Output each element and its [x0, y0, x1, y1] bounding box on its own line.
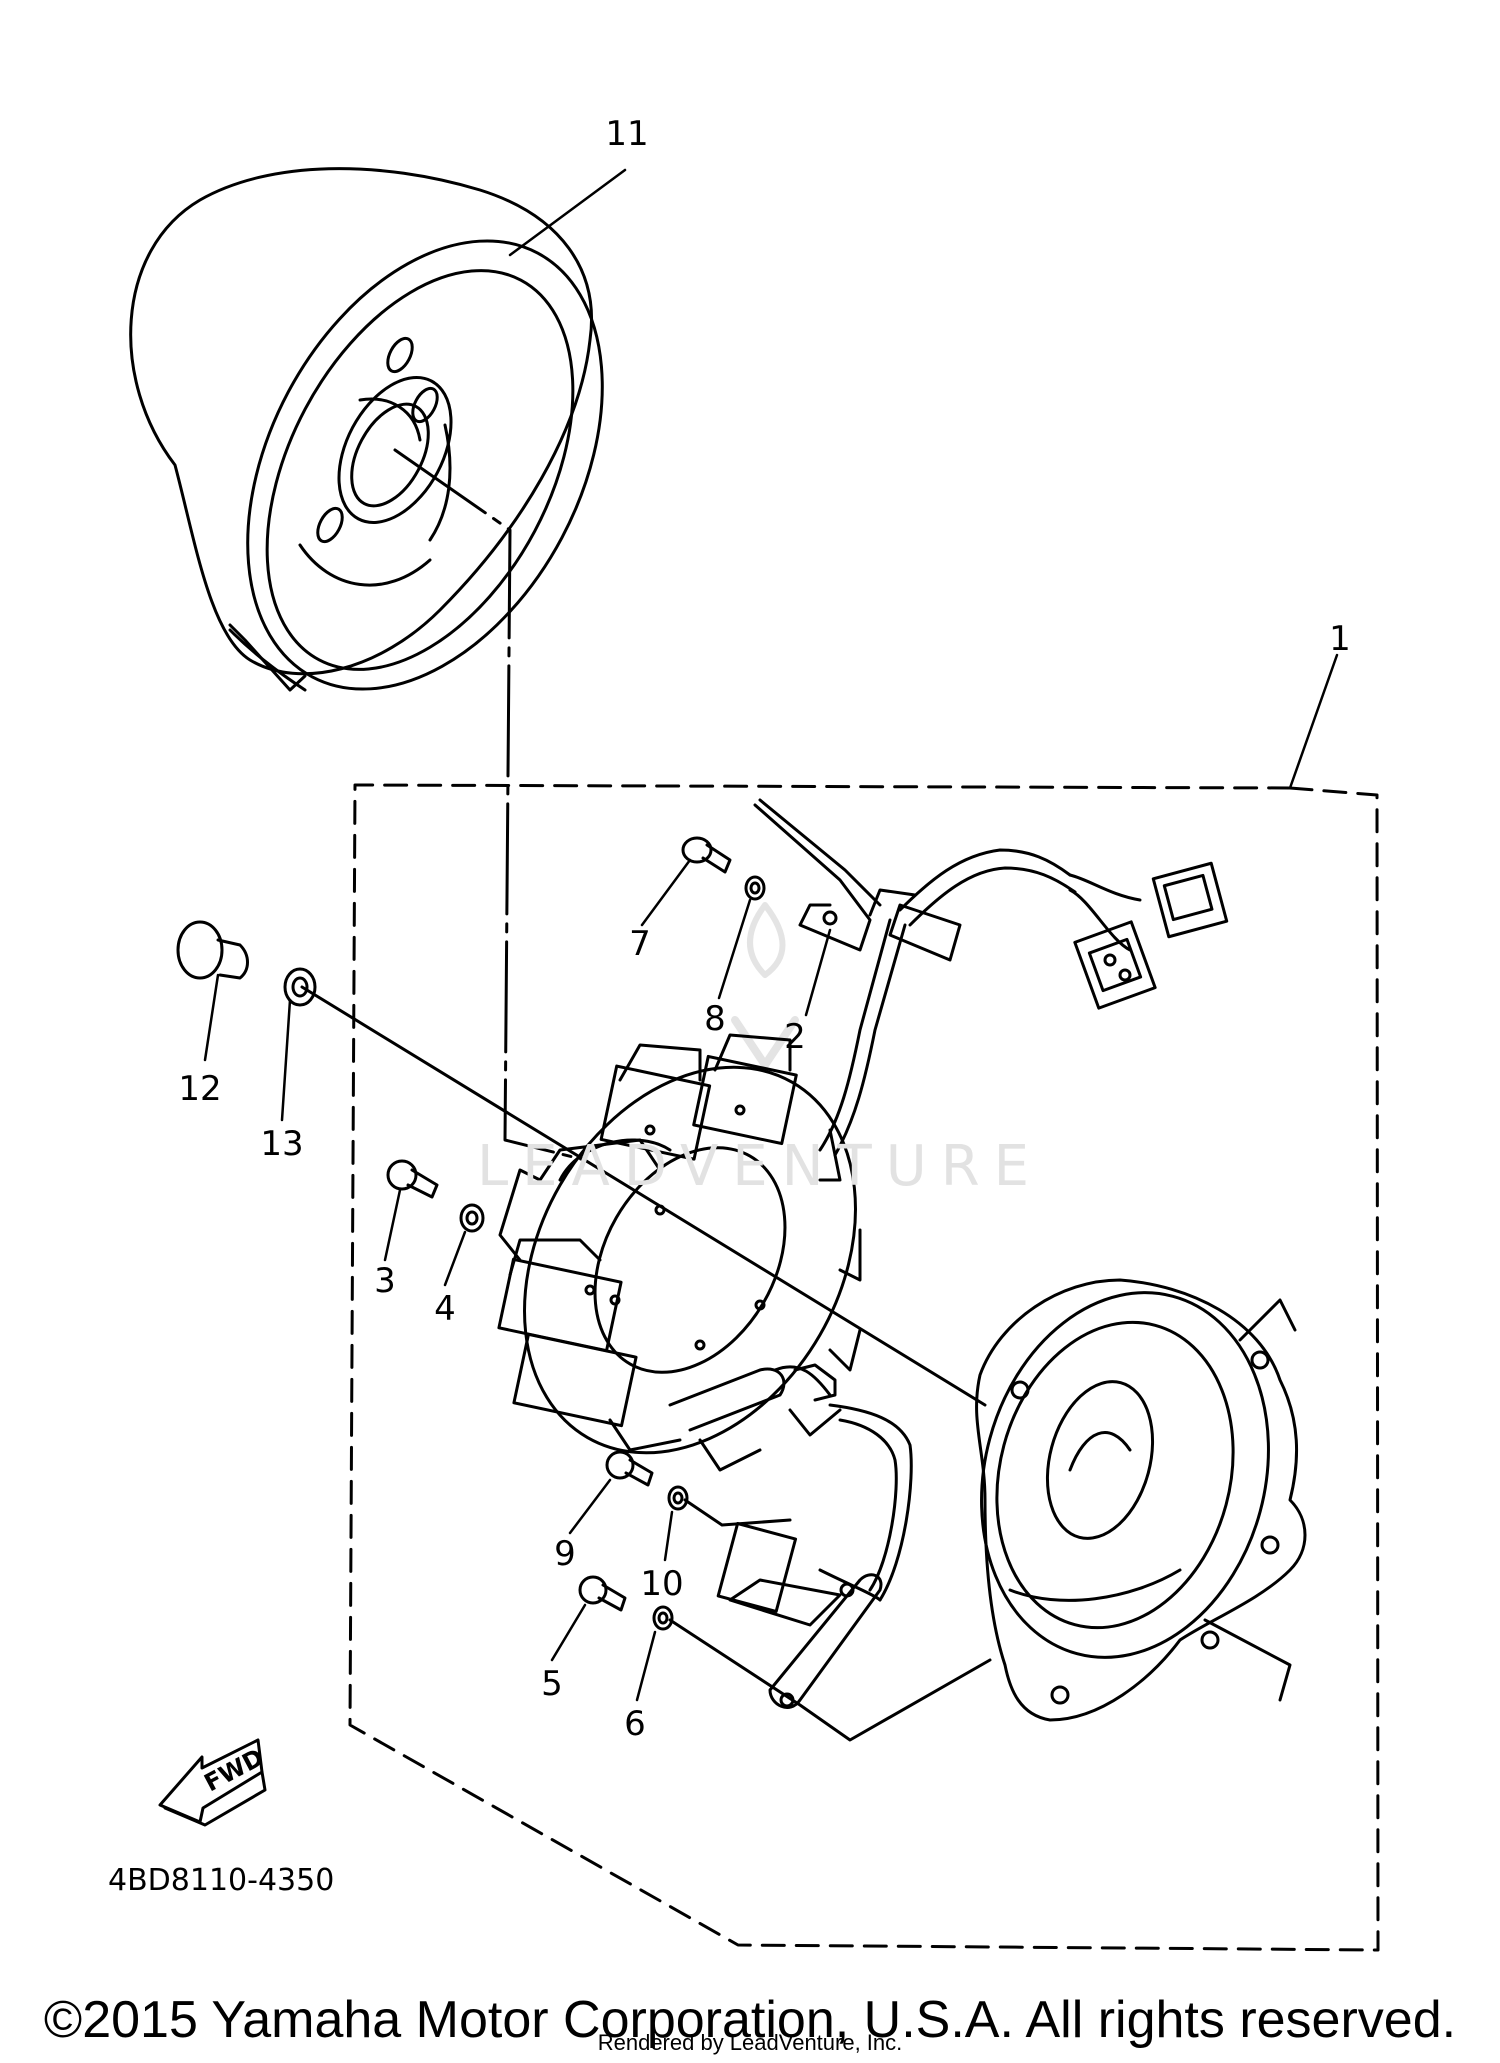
callout-3: 3	[374, 1261, 396, 1301]
wire-harness	[818, 848, 1229, 1157]
bolt-7	[681, 836, 732, 874]
bolt-12	[176, 920, 249, 980]
washer-6	[652, 1605, 674, 1631]
callout-1: 1	[1329, 619, 1351, 659]
rendered-by-notice: Rendered by LeadVenture, Inc.	[597, 2030, 903, 2055]
washer-6-leader	[668, 1618, 992, 1742]
callout-7: 7	[629, 924, 651, 964]
washer-4	[459, 1203, 485, 1233]
stator-coil	[497, 1033, 862, 1472]
callout-6: 6	[624, 1704, 646, 1744]
diagram-code: 4BD8110-4350	[108, 1863, 334, 1898]
callout-11: 11	[605, 114, 648, 154]
washer-10	[667, 1485, 689, 1511]
callout-2: 2	[784, 1017, 806, 1057]
callout-9: 9	[554, 1534, 576, 1574]
wire-clamp	[753, 798, 882, 952]
callout-12: 12	[178, 1069, 221, 1109]
washer-8	[744, 875, 766, 901]
pickup-coil	[668, 1363, 913, 1709]
callout-13: 13	[260, 1124, 303, 1164]
fwd-arrow-icon	[158, 1738, 267, 1827]
kit-assembly-box	[348, 783, 1380, 1952]
callout-leaders	[203, 168, 1339, 1702]
callout-10: 10	[640, 1564, 683, 1604]
washer-leader-line	[300, 985, 987, 1407]
watermark-text: LEADVENTURE	[477, 1134, 1043, 1199]
copyright-notice: ©2015 Yamaha Motor Corporation, U.S.A. A…	[43, 1991, 1457, 2049]
bolt-5	[578, 1575, 627, 1612]
rotor-center-leader	[393, 448, 587, 1162]
callout-8: 8	[704, 999, 726, 1039]
bolt-3	[386, 1159, 439, 1199]
callout-5: 5	[541, 1664, 563, 1704]
stator-cover	[975, 1278, 1307, 1722]
washer-13	[283, 967, 317, 1007]
flywheel-rotor	[129, 167, 604, 692]
washer-10-leader	[683, 1498, 792, 1527]
bolt-9	[605, 1450, 654, 1487]
callout-4: 4	[434, 1289, 456, 1329]
